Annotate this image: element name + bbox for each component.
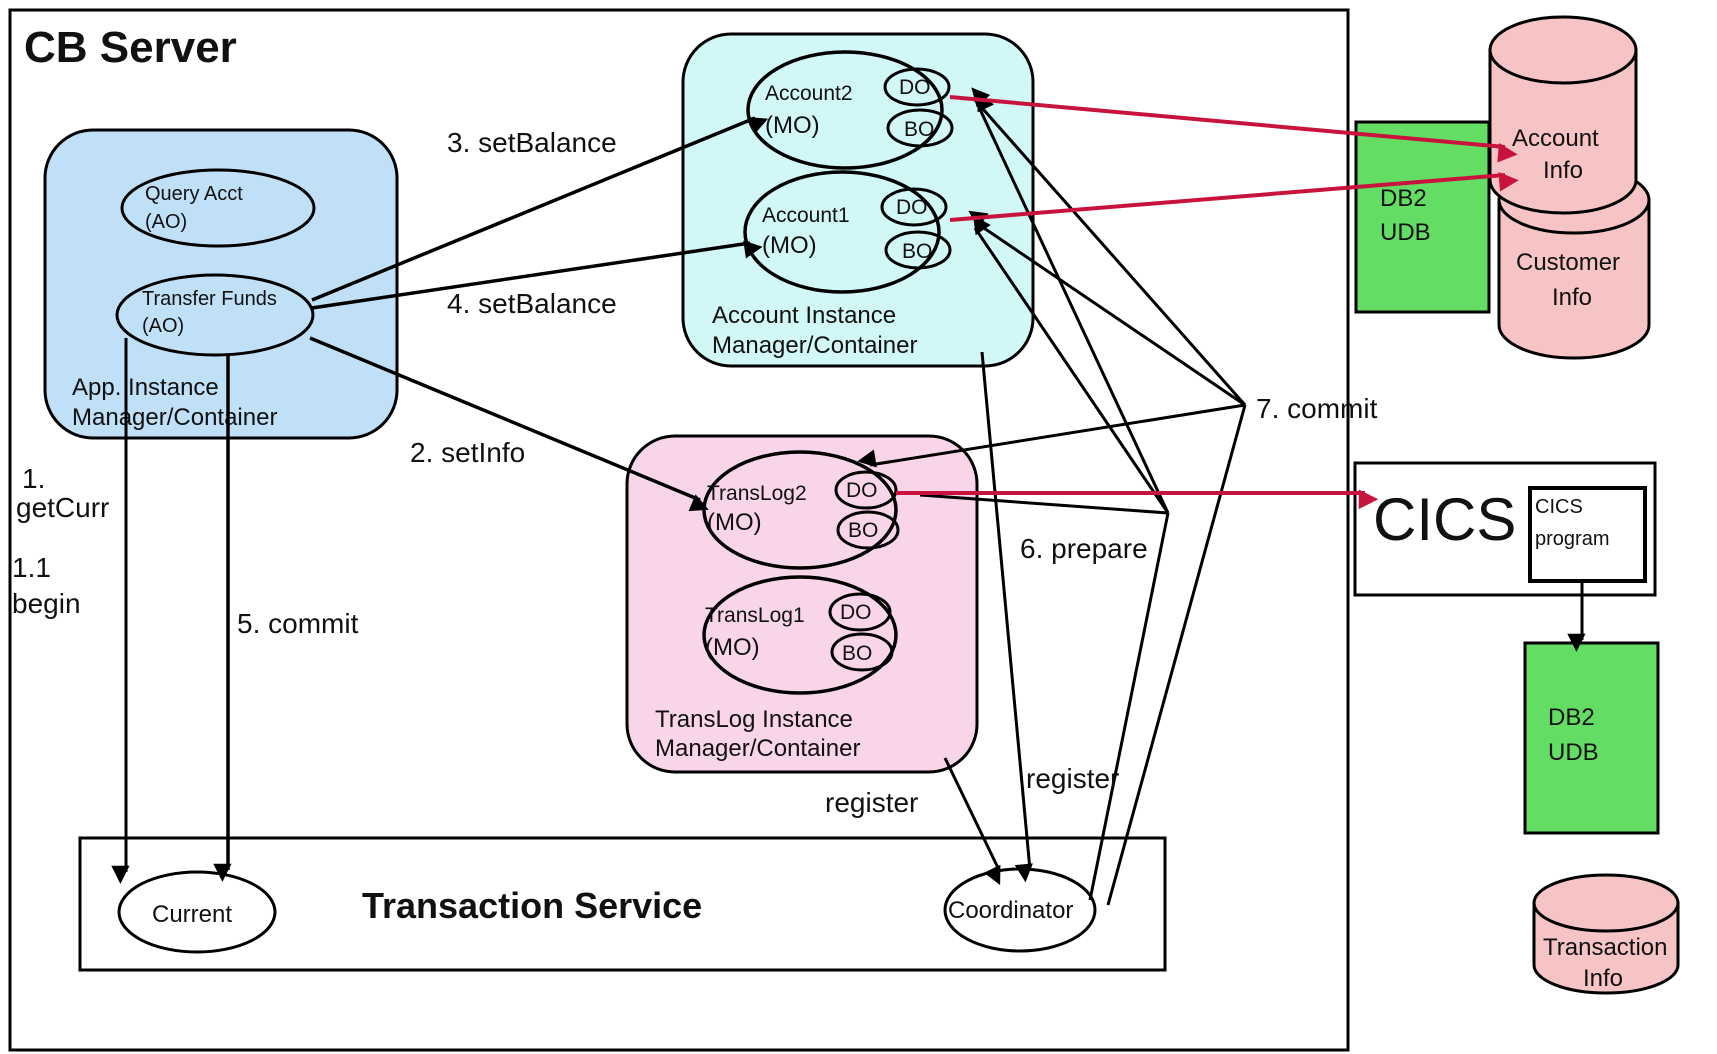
account1-do-label: DO xyxy=(896,196,928,219)
step-4-set-balance-label: 4. setBalance xyxy=(447,288,617,319)
account2-do-to-account-info-arrow xyxy=(949,95,1518,163)
step-1-getcurr-label: getCurr xyxy=(16,492,109,523)
translog1-bo-label: BO xyxy=(842,642,872,665)
account2-do-label: DO xyxy=(899,76,931,99)
account2-do xyxy=(883,67,951,107)
translog1-do xyxy=(828,592,892,632)
prepare-6-to-translog-line xyxy=(919,493,1169,515)
db2-top-line1: DB2 xyxy=(1380,185,1427,212)
translog1-type: (MO) xyxy=(705,634,760,661)
register-from-account-arrow xyxy=(980,351,1033,883)
query-acct-name: Query Acct xyxy=(145,183,243,205)
account2-bo xyxy=(886,108,954,148)
coordinator-label: Coordinator xyxy=(948,897,1073,924)
transfer-funds-name: Transfer Funds xyxy=(142,288,277,310)
customer-info-line1: Customer xyxy=(1516,249,1620,276)
account1-name: Account1 xyxy=(762,204,850,227)
translog2-type: (MO) xyxy=(707,509,762,536)
step-1-label: 1. xyxy=(22,463,45,494)
transaction-service-title: Transaction Service xyxy=(362,885,702,926)
register-label-translog: register xyxy=(825,787,918,818)
account-container-label-1: Account Instance xyxy=(712,302,896,329)
translog1-object[interactable] xyxy=(702,575,898,695)
translog1-do-label: DO xyxy=(840,601,872,624)
query-acct-object[interactable] xyxy=(120,168,316,248)
db2-top-line2: UDB xyxy=(1380,219,1431,246)
step-7-commit-label: 7. commit xyxy=(1256,393,1378,424)
app-container-label-2: Manager/Container xyxy=(72,404,277,431)
set-balance-3-arrow xyxy=(311,116,769,302)
register-label-account: register xyxy=(1026,763,1119,794)
step-5-commit-label: 5. commit xyxy=(237,608,359,639)
account-container-label-2: Manager/Container xyxy=(712,332,917,359)
db2-udb-bottom xyxy=(1523,641,1660,835)
step-2-set-info-label: 2. setInfo xyxy=(410,437,525,468)
transfer-funds-object[interactable] xyxy=(115,273,315,357)
db2-bottom-line2: UDB xyxy=(1548,739,1599,766)
account-info-line1: Account xyxy=(1512,125,1599,152)
translog-container-label-2: Manager/Container xyxy=(655,735,860,762)
prepare-6-to-account1-arrow xyxy=(972,215,1170,514)
cics-program-line2: program xyxy=(1535,528,1609,550)
customer-info-line2: Info xyxy=(1552,284,1592,311)
translog-container-label-1: TransLog Instance xyxy=(655,706,853,733)
transaction-info-database xyxy=(1532,873,1680,995)
step-1-1-label: 1.1 xyxy=(12,552,51,583)
coordinator-to-commit-7-line xyxy=(1106,404,1247,906)
account1-do-to-account-info-arrow xyxy=(949,172,1519,222)
translog2-do xyxy=(834,470,898,510)
translog1-name: TransLog1 xyxy=(705,604,805,627)
db2-bottom-line1: DB2 xyxy=(1548,704,1595,731)
step-3-set-balance-label: 3. setBalance xyxy=(447,127,617,158)
translog1-bo xyxy=(830,632,894,672)
coordinator-to-prepare-line xyxy=(1088,512,1170,901)
prepare-6-to-account2-arrow xyxy=(976,91,1170,514)
account2-type: (MO) xyxy=(765,112,820,139)
step-6-prepare-label: 6. prepare xyxy=(1020,533,1148,564)
current-label: Current xyxy=(152,901,232,928)
step-1-1-begin-label: begin xyxy=(12,588,81,619)
set-info-arrow xyxy=(309,336,709,512)
account1-bo xyxy=(884,230,952,270)
current-object[interactable] xyxy=(117,870,277,954)
account1-type: (MO) xyxy=(762,232,817,259)
translog2-bo xyxy=(836,510,900,550)
account-info-line2: Info xyxy=(1543,157,1583,184)
register-from-translog-arrow xyxy=(943,757,1002,886)
cics-title: CICS xyxy=(1373,486,1516,553)
transfer-funds-type: (AO) xyxy=(142,315,184,337)
app-container-label-1: App. Instance xyxy=(72,374,219,401)
transaction-info-line2: Info xyxy=(1583,965,1623,992)
cb-server-title: CB Server xyxy=(24,23,237,72)
translog2-bo-label: BO xyxy=(848,519,878,542)
account1-bo-label: BO xyxy=(902,240,932,263)
query-acct-type: (AO) xyxy=(145,211,187,233)
translog2-do-label: DO xyxy=(846,479,878,502)
account2-name: Account2 xyxy=(765,82,853,105)
commit-7-to-account2-arrow xyxy=(971,87,1247,406)
cics-program-box xyxy=(1528,486,1647,583)
cics-program-line1: CICS xyxy=(1535,496,1583,518)
db2-udb-top xyxy=(1354,120,1491,314)
translog2-name: TransLog2 xyxy=(707,482,807,505)
set-balance-4-arrow xyxy=(311,240,763,310)
transaction-info-line1: Transaction xyxy=(1543,934,1668,961)
commit-7-to-translog-arrow xyxy=(857,403,1246,468)
commit-7-to-account1-arrow xyxy=(968,210,1246,407)
account1-object[interactable] xyxy=(743,170,941,294)
account1-do xyxy=(880,187,948,227)
account-info-database xyxy=(1488,15,1638,215)
account2-bo-label: BO xyxy=(904,118,934,141)
